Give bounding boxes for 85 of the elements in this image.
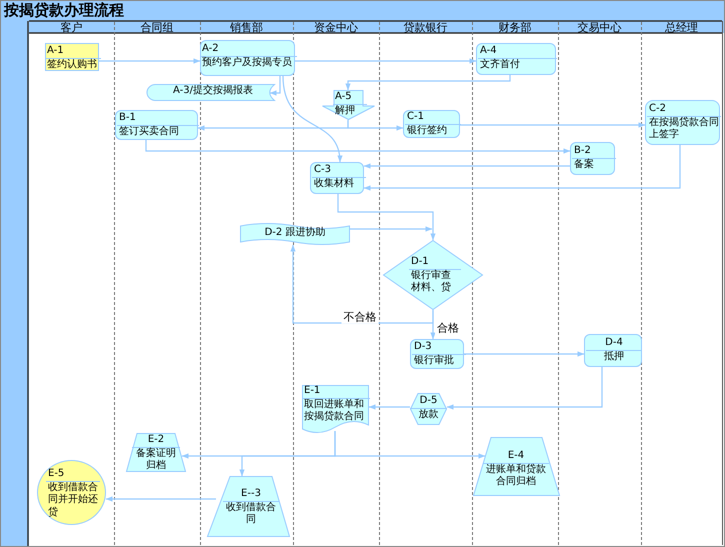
- edge-label: 合格: [435, 322, 461, 334]
- lane-header: 销售部: [230, 21, 263, 34]
- process-box: [45, 43, 99, 71]
- arrow: [347, 120, 404, 131]
- lane-header: 交易中心: [578, 21, 622, 34]
- lane-header: 客户: [60, 21, 82, 34]
- display-shape: [147, 84, 275, 101]
- step-label: A-3/提交按揭报表: [172, 85, 254, 98]
- step-code: E-2: [146, 434, 166, 446]
- lane-header: 资金中心: [314, 21, 358, 34]
- step-code: E--3: [240, 488, 262, 500]
- step-label: 收到借款合同: [225, 502, 277, 526]
- step-label: 签订买卖合同: [119, 126, 180, 138]
- lane-header: 贷款银行: [404, 21, 448, 34]
- process-box: [200, 40, 295, 76]
- arrow: [345, 75, 511, 90]
- process-box: [115, 110, 198, 140]
- step-code: C-3: [314, 164, 332, 176]
- step-label: 文齐首付: [480, 58, 521, 71]
- arrow: [364, 163, 570, 169]
- decision-diamond: [383, 240, 483, 310]
- step-label: 抵押: [603, 350, 625, 363]
- step-label: 在按揭贷款合同上签字: [649, 116, 719, 142]
- arrow: [182, 431, 336, 459]
- edge-label: 不合格: [342, 310, 378, 324]
- lane-header: 财务部: [498, 21, 532, 34]
- process-box: [310, 162, 364, 194]
- diagram-title: 按揭贷款办理流程: [4, 2, 124, 19]
- arrow: [270, 76, 281, 96]
- step-label: 进账单和贷款合同归档: [485, 464, 547, 488]
- lane-header: 总经理: [665, 21, 698, 34]
- step-label: 收集材料: [314, 178, 355, 190]
- arrow: [337, 194, 436, 240]
- step-label: 备案: [574, 158, 595, 171]
- step-code: B-2: [574, 145, 592, 158]
- step-label: 银行签约: [407, 124, 448, 137]
- step-code: C-1: [407, 111, 425, 124]
- step-label: 取回进账单和按揭贷款合同: [304, 398, 365, 424]
- step-code: C-2: [649, 103, 667, 116]
- step-label: 签约认购书: [47, 58, 98, 71]
- step-code: A-2: [202, 43, 220, 56]
- arrow: [295, 58, 476, 64]
- step-code: E-5: [48, 468, 66, 480]
- process-box: [645, 100, 720, 145]
- arrow: [282, 76, 342, 162]
- arrow: [464, 351, 584, 357]
- hexagon-shape: [410, 393, 447, 425]
- step-label: 收到借款合同并开始还贷: [48, 482, 98, 519]
- step-label: 备案证明归档: [135, 448, 177, 472]
- step-code: E-1: [304, 385, 322, 398]
- arrow: [350, 226, 432, 232]
- arrow: [145, 140, 570, 154]
- process-box: [570, 142, 615, 175]
- arrow: [368, 404, 410, 410]
- step-code: A-1: [47, 45, 65, 58]
- step-code: B-1: [119, 112, 137, 124]
- step-label: 预约客户及按揭专员: [202, 56, 293, 69]
- arrow: [106, 496, 216, 502]
- step-code: D-1: [411, 256, 430, 268]
- process-box: [403, 110, 460, 138]
- lane-header: 合同组: [140, 21, 174, 34]
- arrow: [99, 58, 200, 64]
- arrow: [364, 145, 681, 191]
- step-label: D-2 跟进协助: [264, 227, 326, 240]
- step-code: D-5: [418, 395, 438, 408]
- trapezoid-shape: [207, 476, 290, 537]
- step-label: 放款: [418, 408, 440, 421]
- trapezoid-shape: [126, 433, 186, 472]
- process-box: [584, 334, 642, 367]
- step-code: A-4: [480, 45, 498, 58]
- document-shape: [302, 385, 369, 435]
- process-box: [476, 43, 556, 75]
- step-code: D-3: [414, 341, 433, 354]
- step-label: 银行审查材料、贷: [411, 270, 452, 294]
- arrow: [430, 310, 436, 340]
- arrow: [460, 122, 646, 128]
- step-code: E-4: [506, 450, 526, 462]
- step-label: 解押: [335, 104, 356, 117]
- step-label: 银行审批: [414, 354, 455, 367]
- down-arrow-shape: [322, 90, 375, 120]
- step-code: A-5: [335, 91, 353, 104]
- process-box: [410, 339, 464, 369]
- trapezoid-shape: [473, 437, 560, 496]
- step-code: D-4: [604, 337, 624, 350]
- banner-shape: [240, 223, 350, 245]
